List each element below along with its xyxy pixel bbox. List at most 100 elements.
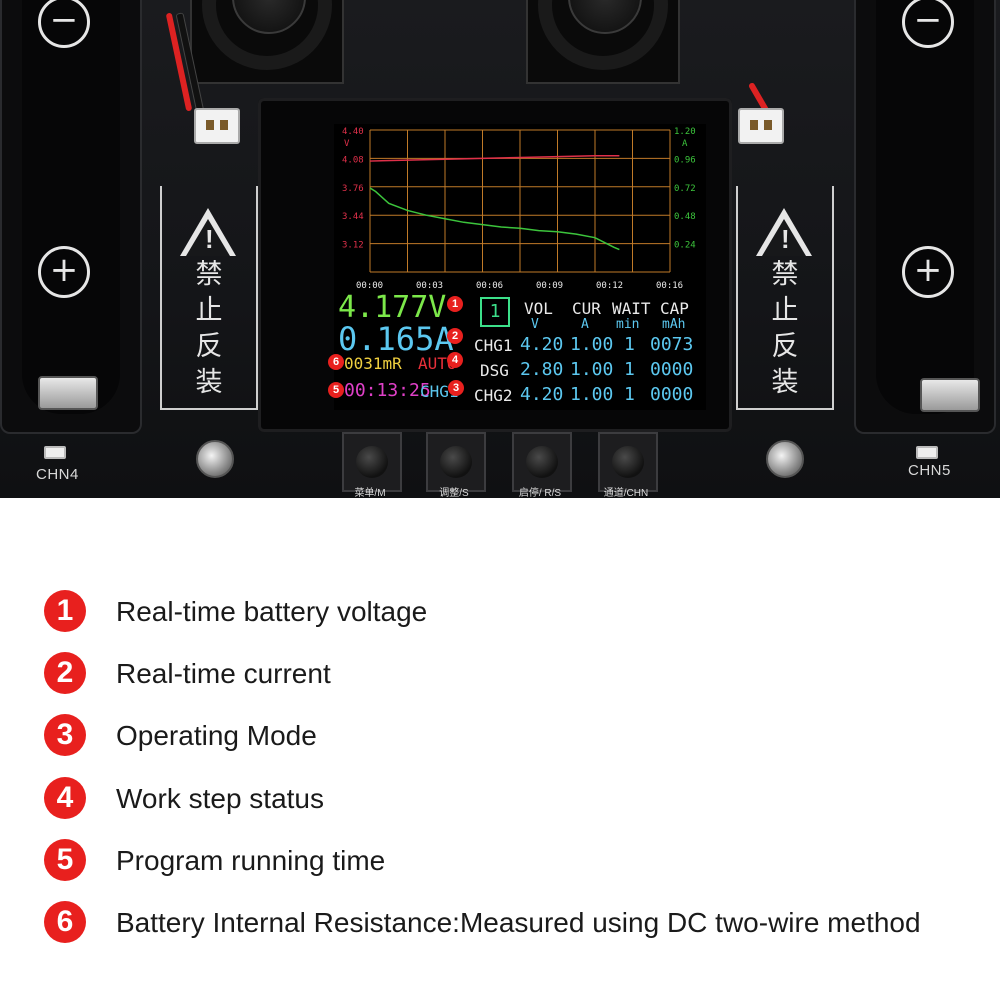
chart-left-tick-label: 3.76 <box>342 184 364 194</box>
chart-series-line-V <box>369 154 620 162</box>
legend-text: Work step status <box>116 783 325 814</box>
minus-icon: − <box>902 0 954 48</box>
warning-icon: ! <box>205 224 214 254</box>
table-unit-cap: mAh <box>662 317 686 332</box>
channel-label-left: CHN4 <box>36 466 79 483</box>
battery-terminal-right <box>920 378 980 412</box>
chart-right-tick-label: 0.48 <box>674 212 696 222</box>
badge-1: 1 <box>447 296 463 312</box>
legend-number: 6 <box>44 901 86 943</box>
lcd-chart: 4.40 4.08 3.76 3.44 3.12 V 1.20 0.96 0.72 0.48 0.2… <box>342 127 696 291</box>
warning-box-right: ! 禁 止 反 装 <box>736 186 834 410</box>
legend-number: 5 <box>44 839 86 881</box>
channel-led-right <box>916 446 938 459</box>
channel-led-left <box>44 446 66 459</box>
fan-connector-right <box>738 108 784 144</box>
current-readout: 0.165A <box>338 320 454 358</box>
table-unit-cur: A <box>581 317 589 332</box>
chart-left-tick-label: 4.08 <box>342 155 364 165</box>
table-row-name: DSG <box>480 361 509 380</box>
channel-button-label: 通道/CHN <box>603 488 649 498</box>
cooling-fan-right <box>526 0 680 84</box>
legend-number: 3 <box>44 714 86 756</box>
voltage-readout: 4.177V <box>338 290 447 325</box>
warning-box-left: ! 禁 止 反 装 <box>160 186 258 410</box>
chart-right-tick-label: 0.96 <box>674 155 696 165</box>
legend-number: 2 <box>44 652 86 694</box>
legend-text: Battery Internal Resistance:Measured usi… <box>116 907 921 938</box>
adjust-button[interactable] <box>426 432 486 492</box>
chart-right-tick-label: 0.72 <box>674 184 696 194</box>
table-row-cap: 0073 <box>650 334 694 355</box>
table-row-wait: 1 <box>624 384 635 405</box>
table-row-wait: 1 <box>624 359 635 380</box>
badge-2: 2 <box>447 328 463 344</box>
menu-button-label: 菜单/M <box>354 488 386 498</box>
minus-icon: − <box>38 0 90 48</box>
start-stop-button[interactable] <box>512 432 572 492</box>
screw-icon <box>766 440 804 478</box>
table-unit-vol: V <box>531 317 539 332</box>
chart-x-tick-label: 00:00 <box>356 281 383 291</box>
table-row-cur: 1.00 <box>570 334 614 355</box>
chart-x-tick-label: 00:06 <box>476 281 503 291</box>
screw-icon <box>196 440 234 478</box>
table-header-vol: VOL <box>524 299 553 318</box>
battery-holder-left <box>0 0 142 434</box>
table-row-vol: 4.20 <box>520 384 564 405</box>
table-row-cur: 1.00 <box>570 384 614 405</box>
adjust-button-label: 调整/S <box>439 488 469 498</box>
mode-status: AUTO <box>418 354 457 373</box>
fan-connector-left <box>194 108 240 144</box>
start-stop-button-label: 启停/ R/S <box>518 488 562 498</box>
legend-number: 4 <box>44 777 86 819</box>
badge-5: 5 <box>328 382 344 398</box>
legend-text: Real-time battery voltage <box>116 596 428 627</box>
feature-legend: 1 Real-time battery voltage 2 Real-time … <box>0 498 1000 1000</box>
legend-text: Operating Mode <box>116 720 317 751</box>
chart-left-tick-label: 4.40 <box>342 127 364 137</box>
badge-4: 4 <box>447 352 463 368</box>
table-row-cap: 0000 <box>650 359 694 380</box>
legend-number: 1 <box>44 590 86 632</box>
badge-6: 6 <box>328 354 344 370</box>
chart-right-tick-label: 1.20 <box>674 127 696 137</box>
cooling-fan-left <box>190 0 344 84</box>
table-row-cap: 0000 <box>650 384 694 405</box>
battery-holder-right <box>854 0 996 434</box>
chart-x-tick-label: 00:09 <box>536 281 563 291</box>
plus-icon: + <box>902 246 954 298</box>
runtime-readout: 00:13:25 <box>344 380 431 401</box>
table-header-cap: CAP <box>660 299 689 318</box>
table-header-wait: WAIT <box>612 299 651 318</box>
table-header-cur: CUR <box>572 299 601 318</box>
table-row-vol: 2.80 <box>520 359 564 380</box>
step-indicator: 1 <box>480 297 510 327</box>
chart-x-tick-label: 00:03 <box>416 281 443 291</box>
table-unit-wait: min <box>616 317 640 332</box>
chart-right-unit: A <box>682 139 688 149</box>
chart-x-tick-label: 00:12 <box>596 281 623 291</box>
legend-text: Program running time <box>116 845 386 876</box>
battery-terminal-left <box>38 376 98 410</box>
resistance-readout: 0031mR <box>344 354 402 373</box>
chart-right-tick-label: 0.24 <box>674 241 696 251</box>
table-row-name: CHG2 <box>474 386 513 405</box>
table-row-wait: 1 <box>624 334 635 355</box>
channel-button[interactable] <box>598 432 658 492</box>
chart-series-line-A <box>369 187 620 251</box>
table-row-cur: 1.00 <box>570 359 614 380</box>
channel-label-right: CHN5 <box>908 462 951 479</box>
menu-button[interactable] <box>342 432 402 492</box>
plus-icon: + <box>38 246 90 298</box>
chart-left-tick-label: 3.44 <box>342 212 364 222</box>
warning-icon: ! <box>781 224 790 254</box>
chart-left-tick-label: 3.12 <box>342 241 364 251</box>
table-row-vol: 4.20 <box>520 334 564 355</box>
table-row-name: CHG1 <box>474 336 513 355</box>
chart-x-tick-label: 00:16 <box>656 281 683 291</box>
product-photo: − + − + CHN4 CHN5 ! 禁 止 反 装 ! 禁 止 <box>0 0 1000 498</box>
badge-3: 3 <box>448 380 464 396</box>
chart-left-unit: V <box>344 139 350 149</box>
